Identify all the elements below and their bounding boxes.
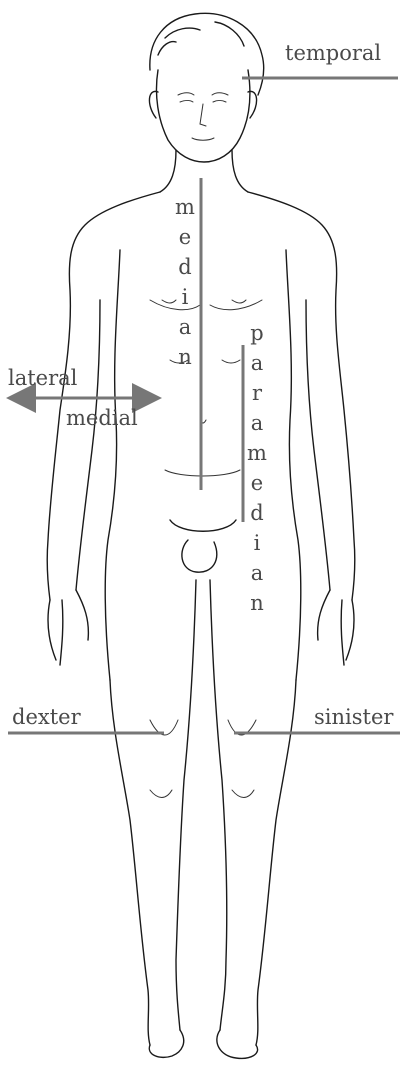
leg-left-outer <box>256 680 296 1045</box>
neck <box>160 150 248 192</box>
human-figure <box>47 13 355 1058</box>
hand-right <box>48 590 88 665</box>
flank-right <box>105 250 120 680</box>
leg-right-inner <box>176 580 196 1030</box>
inner-arm-left <box>306 300 330 590</box>
chest-details <box>150 300 262 476</box>
groin <box>170 520 236 572</box>
flank-left <box>286 250 301 680</box>
leg-right-outer <box>110 680 150 1045</box>
hair <box>150 13 264 95</box>
foot-right <box>149 1030 183 1057</box>
temporal-label: temporal <box>285 41 381 65</box>
dexter-label: dexter <box>12 705 82 729</box>
lateral-label: lateral <box>8 366 78 390</box>
inner-arm-right <box>76 300 100 590</box>
sinister-label: sinister <box>314 705 394 729</box>
medial-label: medial <box>66 406 138 430</box>
hand-left <box>318 590 354 665</box>
torso-left <box>248 192 355 600</box>
foot-left <box>217 1030 258 1058</box>
leg-left-inner <box>210 580 227 1030</box>
face-details <box>178 93 228 141</box>
head-outline <box>156 70 249 162</box>
torso-right <box>47 192 160 600</box>
